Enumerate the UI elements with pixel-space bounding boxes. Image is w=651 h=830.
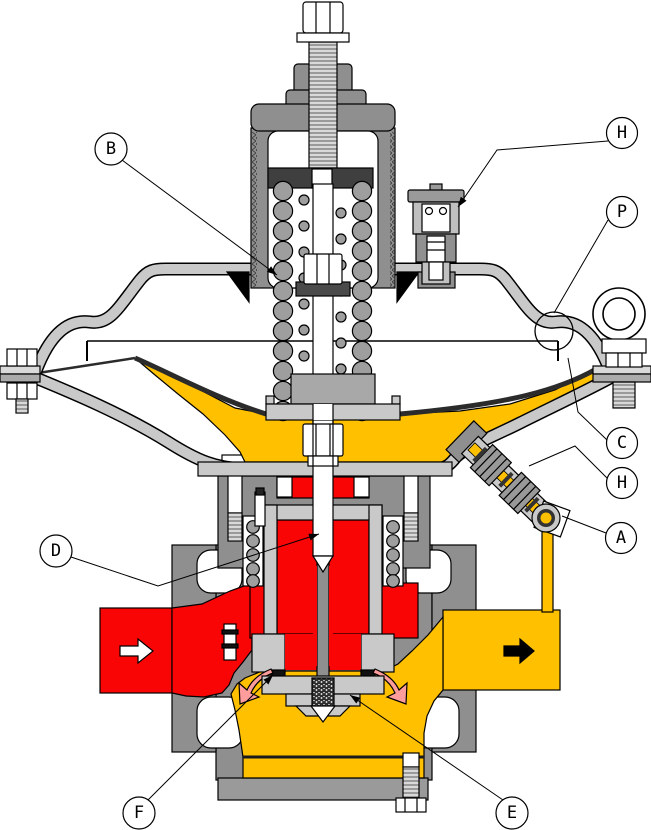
leader-line-E bbox=[349, 694, 504, 801]
callout-B-0: B bbox=[94, 132, 278, 276]
callout-F-7: F bbox=[122, 674, 274, 830]
leader-arrowhead-H bbox=[458, 196, 467, 207]
leader-line-D bbox=[70, 533, 320, 587]
lower-spring-seat-hub bbox=[290, 373, 376, 405]
seat-retainer-left bbox=[251, 633, 286, 673]
callout-circle-E bbox=[495, 796, 529, 830]
cage-wall-right bbox=[368, 504, 383, 635]
leader-line-H bbox=[528, 445, 608, 479]
callout-letter-C: C bbox=[617, 433, 627, 453]
inlet-gallery-red bbox=[171, 582, 253, 698]
callout-letter-H: H bbox=[617, 473, 627, 493]
leader-arrowhead-D bbox=[308, 533, 319, 541]
case-flange-left-lower bbox=[0, 373, 41, 383]
callout-letter-P: P bbox=[617, 202, 627, 222]
callout-letter-H: H bbox=[617, 123, 627, 143]
leader-arrowhead-B bbox=[266, 266, 277, 275]
case-joint-wedge-left bbox=[225, 271, 250, 304]
stem-clearance-right bbox=[329, 566, 333, 666]
packing-stud bbox=[254, 487, 266, 527]
main-spring bbox=[272, 180, 373, 422]
detail-circle-P bbox=[534, 311, 574, 351]
inlet-flow-arrow bbox=[119, 637, 154, 665]
adjusting-cap-nut bbox=[302, 1, 344, 34]
sensing-line-tube bbox=[541, 521, 554, 613]
callout-H-4: H bbox=[528, 445, 639, 500]
callout-D-6: D bbox=[39, 533, 320, 587]
bottom-flange-bolt bbox=[395, 752, 427, 813]
diaphragm-left bbox=[134, 355, 267, 417]
case-flange-left-upper bbox=[0, 365, 41, 375]
outlet-pipe-yellow bbox=[442, 609, 561, 691]
callout-letter-A: A bbox=[616, 528, 626, 548]
callout-H-1: H bbox=[457, 116, 639, 208]
callout-circle-A bbox=[604, 521, 638, 555]
case-flange-bolt-left bbox=[6, 348, 38, 414]
cap-washer bbox=[296, 32, 350, 43]
stem-clearance-left bbox=[313, 566, 317, 666]
callout-letter-B: B bbox=[106, 139, 116, 159]
callout-circle-H bbox=[605, 466, 639, 500]
leader-line-C bbox=[567, 357, 608, 441]
leader-line-F bbox=[147, 674, 274, 801]
case-joint-wedge-right bbox=[396, 271, 421, 304]
valve-body bbox=[99, 454, 561, 813]
valve-plug bbox=[261, 675, 385, 723]
callout-letter-E: E bbox=[507, 803, 517, 823]
callout-circle-C bbox=[605, 426, 639, 460]
callout-circle-D bbox=[39, 534, 73, 568]
leader-line-B bbox=[121, 159, 278, 276]
stem-tip bbox=[311, 555, 335, 574]
callout-C-3: C bbox=[567, 357, 639, 460]
case-flange-right-lower bbox=[592, 373, 651, 383]
gland-follower-right bbox=[353, 476, 370, 498]
diaphragm-washer bbox=[307, 455, 339, 467]
leader-line-H bbox=[457, 140, 609, 208]
callout-letter-D: D bbox=[51, 541, 61, 561]
leader-arrowhead-E bbox=[350, 695, 361, 704]
diaphragm-right bbox=[399, 365, 600, 417]
plug-tip bbox=[309, 705, 337, 723]
adjusting-screw bbox=[308, 37, 338, 171]
outlet-flow-arrow bbox=[503, 637, 535, 665]
diaphragm-case bbox=[0, 262, 651, 613]
callout-circle-B bbox=[94, 132, 128, 166]
diaphragm-nut bbox=[302, 423, 344, 457]
plug-stem bbox=[316, 555, 330, 679]
callout-circle-H bbox=[605, 116, 639, 150]
leader-line-P bbox=[553, 219, 609, 314]
balance-spring-left bbox=[242, 515, 264, 588]
leader-line-A bbox=[561, 515, 607, 534]
callout-circle-F bbox=[122, 796, 156, 830]
gland-follower-left bbox=[276, 476, 293, 498]
sensing-line-elbow bbox=[531, 503, 561, 533]
callout-E-8: E bbox=[349, 694, 529, 830]
leader-arrowhead-F bbox=[263, 675, 273, 685]
cage-wall-left bbox=[263, 504, 278, 635]
callout-letter-F: F bbox=[134, 803, 144, 823]
vent-valve bbox=[407, 183, 465, 289]
callout-circle-P bbox=[605, 195, 639, 229]
drain-stud bbox=[221, 623, 239, 661]
balance-spring-right bbox=[382, 515, 404, 588]
actuator-stem bbox=[312, 183, 334, 557]
callout-P-2: P bbox=[553, 195, 639, 314]
callout-A-5: A bbox=[561, 515, 638, 555]
eye-bolt bbox=[592, 287, 647, 409]
bottom-cover-plate bbox=[217, 777, 429, 801]
spring-housing bbox=[250, 1, 465, 574]
stem-hex-nut bbox=[303, 253, 343, 285]
seat-retainer-right bbox=[360, 633, 395, 673]
